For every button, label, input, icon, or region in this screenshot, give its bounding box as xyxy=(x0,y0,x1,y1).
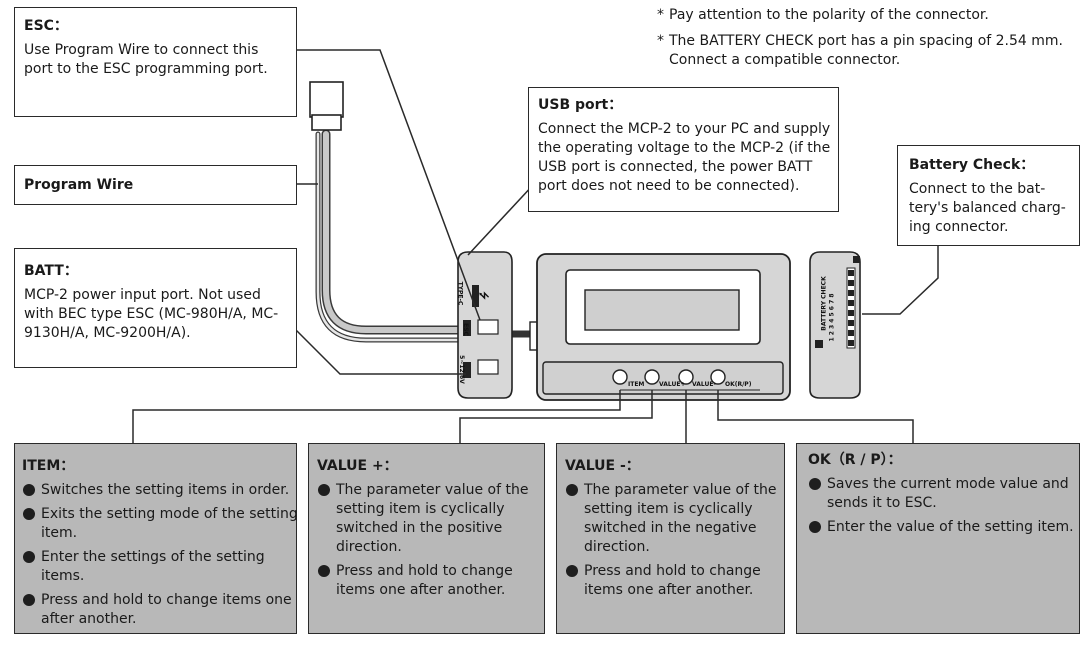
side-port-module xyxy=(457,251,513,399)
value-minus-button-panel: VALUE -： The parameter value of the sett… xyxy=(556,443,785,634)
esc-body: Use Program Wire to connect this port to… xyxy=(24,42,268,77)
value-plus-button-label: VALUE+ xyxy=(659,381,686,388)
program-wire-cable xyxy=(315,129,542,343)
usb-symbol-icon: ⭍ xyxy=(477,291,489,300)
battery-check-port-label: BATTERY CHECK xyxy=(820,276,828,331)
item-bullet: Enter the settings of the setting items. xyxy=(22,548,289,586)
bullet-dot-icon xyxy=(23,594,35,606)
wire-connector xyxy=(309,81,344,131)
program-wire-title: Program Wire xyxy=(24,177,134,193)
battery-check-module xyxy=(809,251,861,399)
notes: * Pay attention to the polarity of the c… xyxy=(657,6,1063,70)
bullet-dot-icon xyxy=(318,565,330,577)
bullet-dot-icon xyxy=(23,508,35,520)
battery-check-body: Connect to the bat- tery's balanced char… xyxy=(909,181,1066,235)
program-wire-callout: Program Wire xyxy=(14,165,297,205)
leader-lines xyxy=(132,49,939,443)
battery-check-callout: Battery Check： Connect to the bat- tery'… xyxy=(897,145,1080,246)
batt-title: BATT： xyxy=(24,263,78,279)
item-title: ITEM： xyxy=(22,458,75,474)
esc-port-label: ESC xyxy=(461,323,469,336)
item-bullet: Press and hold to change items one after… xyxy=(22,591,292,629)
usb-port-body: Connect the MCP-2 to your PC and supply … xyxy=(538,121,831,194)
ok-bullet: Enter the value of the setting item. xyxy=(808,518,1074,537)
value-minus-title: VALUE -： xyxy=(565,458,640,474)
ok-title: OK（R / P）： xyxy=(808,452,902,468)
batt-body: MCP-2 power input port. Not used with BE… xyxy=(24,287,279,341)
ok-button-panel: OK（R / P）： Saves the current mode value … xyxy=(796,443,1080,634)
usb-port-title: USB port： xyxy=(538,97,623,113)
batt-port-label: 5~12.6V xyxy=(457,355,465,384)
bullet-dot-icon xyxy=(566,565,578,577)
bullet-dot-icon xyxy=(23,551,35,563)
ok-button-label: OK(R/P) xyxy=(725,381,752,388)
item-button-panel: ITEM： Switches the setting items in orde… xyxy=(14,443,298,634)
value-plus-bullet: The parameter value of the setting item … xyxy=(317,481,536,557)
bullet-dot-icon xyxy=(566,484,578,496)
item-bullet: Exits the setting mode of the setting it… xyxy=(22,505,298,543)
value-minus-bullet: Press and hold to change items one after… xyxy=(565,562,776,600)
batt-callout: BATT： MCP-2 power input port. Not used w… xyxy=(14,248,297,368)
usb-port-callout: USB port： Connect the MCP-2 to your PC a… xyxy=(528,87,839,212)
bullet-dot-icon xyxy=(809,478,821,490)
value-minus-bullet: The parameter value of the setting item … xyxy=(565,481,776,557)
bullet-dot-icon xyxy=(809,521,821,533)
value-minus-button-label: VALUE- xyxy=(692,381,716,388)
ok-bullet: Saves the current mode value and sends i… xyxy=(808,475,1069,513)
item-bullet: Switches the setting items in order. xyxy=(22,481,289,500)
esc-callout: ESC： Use Program Wire to connect this po… xyxy=(14,7,297,117)
typec-port-label: TYPE-C xyxy=(456,281,464,306)
esc-title: ESC： xyxy=(24,18,68,34)
bullet-dot-icon xyxy=(318,484,330,496)
note-polarity: * Pay attention to the polarity of the c… xyxy=(657,7,989,23)
value-plus-button-panel: VALUE +： The parameter value of the sett… xyxy=(308,443,545,634)
battery-pin-numbers: 1 2 3 4 5 6 7 8 xyxy=(828,293,836,342)
item-button-label: ITEM xyxy=(628,381,645,388)
value-plus-title: VALUE +： xyxy=(317,458,398,474)
note-battery-check: * The BATTERY CHECK port has a pin spaci… xyxy=(657,33,1063,68)
battery-check-title: Battery Check： xyxy=(909,157,1035,173)
bullet-dot-icon xyxy=(23,484,35,496)
value-plus-bullet: Press and hold to change items one after… xyxy=(317,562,536,600)
mcp2-device xyxy=(529,253,791,401)
